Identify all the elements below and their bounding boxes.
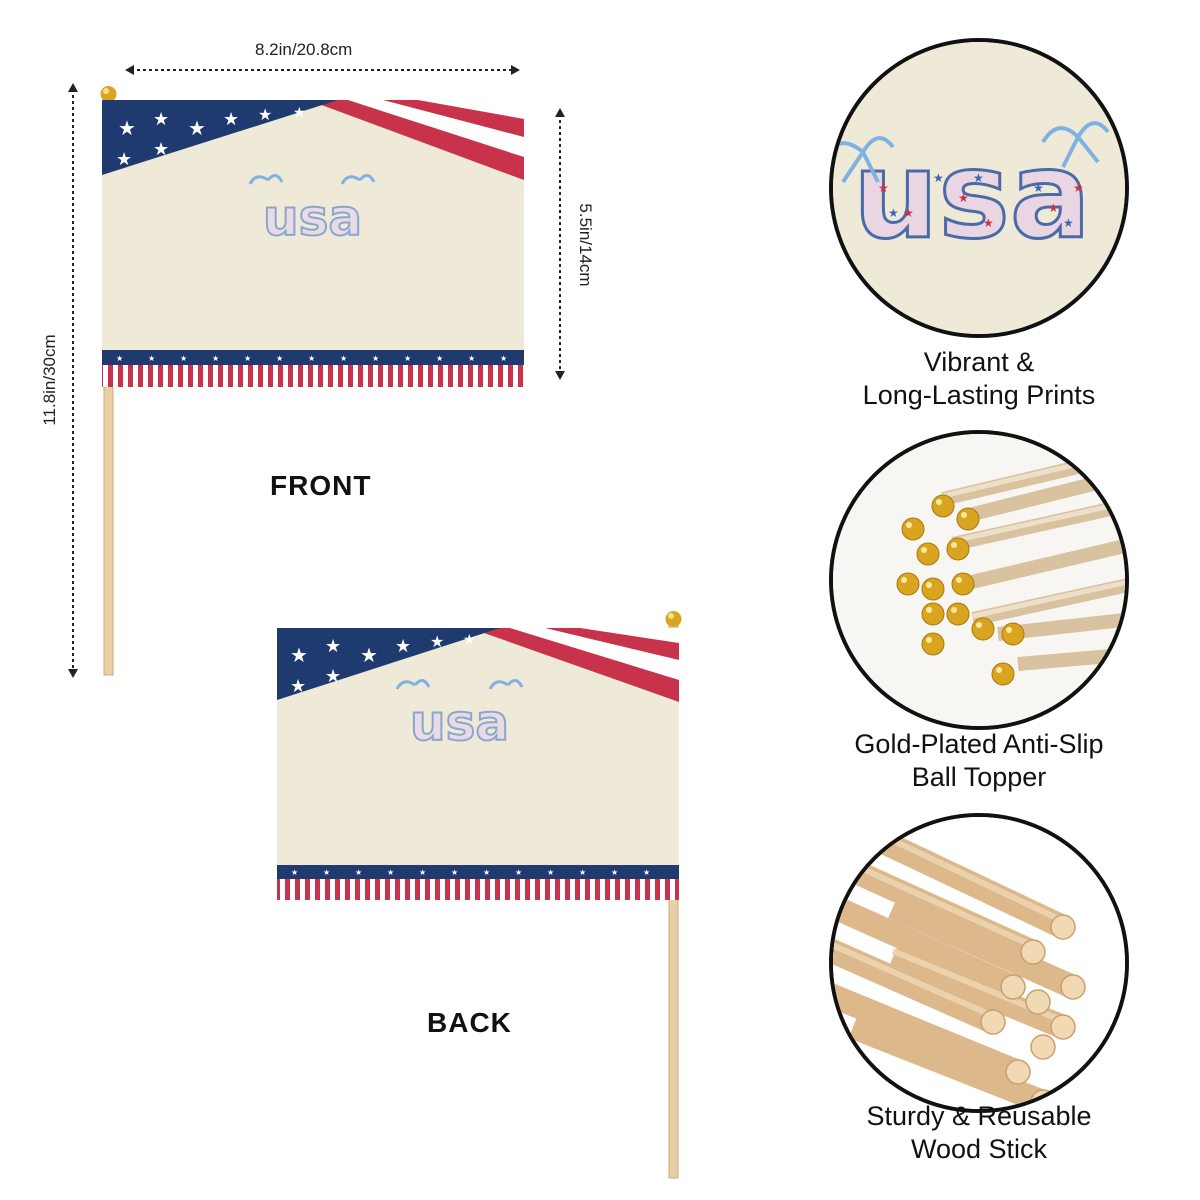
svg-text:★: ★ <box>153 139 169 160</box>
svg-text:★: ★ <box>153 109 169 130</box>
svg-text:★: ★ <box>1033 181 1044 195</box>
feature-caption-wood-stick: Sturdy & Reusable Wood Stick <box>799 1100 1159 1166</box>
svg-text:★: ★ <box>547 868 554 877</box>
caption-line: Wood Stick <box>910 1134 1048 1164</box>
svg-text:★: ★ <box>1073 181 1084 195</box>
usa-flag-text: usa <box>410 694 509 752</box>
star-field: ★ ★ ★ ★ ★ ★ ★ ★ <box>290 632 476 697</box>
svg-text:★: ★ <box>878 181 889 195</box>
svg-text:★: ★ <box>1048 201 1059 215</box>
svg-text:★: ★ <box>118 116 136 140</box>
svg-text:★: ★ <box>643 868 650 877</box>
svg-text:★: ★ <box>258 105 272 124</box>
svg-text:★: ★ <box>888 206 899 220</box>
svg-text:★: ★ <box>308 354 315 363</box>
svg-text:★: ★ <box>419 868 426 877</box>
svg-text:★: ★ <box>148 354 155 363</box>
total-height-dimension-arrow <box>68 83 78 678</box>
caption-line: Ball Topper <box>911 762 1047 792</box>
flag-height-dimension-arrow <box>555 108 565 380</box>
svg-text:★: ★ <box>223 109 239 130</box>
svg-text:★: ★ <box>276 354 283 363</box>
caption-line: Long-Lasting Prints <box>862 380 1096 410</box>
svg-text:★: ★ <box>325 636 341 657</box>
star-field: ★ ★ ★ ★ ★ ★ ★ ★ <box>116 105 306 170</box>
svg-text:★: ★ <box>579 868 586 877</box>
ball-topper-image <box>829 430 1129 730</box>
svg-text:★: ★ <box>1063 216 1074 230</box>
svg-text:★: ★ <box>212 354 219 363</box>
flag-height-dimension-label: 5.5in/14cm <box>576 203 595 287</box>
front-label: FRONT <box>270 470 372 501</box>
svg-text:★: ★ <box>483 868 490 877</box>
svg-text:★: ★ <box>290 676 306 697</box>
svg-text:★: ★ <box>360 643 378 667</box>
svg-text:★: ★ <box>404 354 411 363</box>
svg-text:★: ★ <box>323 868 330 877</box>
svg-text:★: ★ <box>958 191 969 205</box>
svg-text:★: ★ <box>973 171 984 185</box>
svg-text:★: ★ <box>395 636 411 657</box>
svg-text:★: ★ <box>180 354 187 363</box>
svg-text:★: ★ <box>436 354 443 363</box>
wood-stick-image <box>829 813 1129 1113</box>
svg-text:★: ★ <box>372 354 379 363</box>
svg-text:★: ★ <box>188 116 206 140</box>
svg-text:★: ★ <box>293 105 306 121</box>
print-closeup-image: usa ★ ★ ★ ★ ★ ★ ★ ★ ★ ★ ★ <box>829 38 1129 338</box>
feature-caption-ball-topper: Gold-Plated Anti-Slip Ball Topper <box>799 728 1159 794</box>
svg-text:★: ★ <box>290 643 308 667</box>
svg-text:★: ★ <box>291 868 298 877</box>
svg-text:★: ★ <box>463 632 476 648</box>
svg-text:★: ★ <box>244 354 251 363</box>
svg-text:★: ★ <box>116 354 123 363</box>
caption-line: Vibrant & <box>923 347 1035 377</box>
svg-text:★: ★ <box>611 868 618 877</box>
svg-text:★: ★ <box>340 354 347 363</box>
svg-text:★: ★ <box>515 868 522 877</box>
back-label: BACK <box>427 1007 512 1038</box>
usa-flag-text: usa <box>263 189 362 247</box>
feature-caption-prints: Vibrant & Long-Lasting Prints <box>799 346 1159 412</box>
caption-line: Sturdy & Reusable <box>866 1101 1092 1131</box>
back-flag: ★ ★ ★ ★ ★ ★ ★ ★ usa ★ ★ ★ ★ ★ ★ ★ ★ ★ ★ ★ ★ <box>275 610 690 1182</box>
svg-text:★: ★ <box>933 171 944 185</box>
width-dimension-arrow <box>125 65 520 75</box>
caption-line: Gold-Plated Anti-Slip <box>854 729 1104 759</box>
svg-text:★: ★ <box>325 666 341 687</box>
svg-text:★: ★ <box>500 354 507 363</box>
svg-text:★: ★ <box>430 632 444 651</box>
svg-text:★: ★ <box>983 216 994 230</box>
total-height-dimension-label: 11.8in/30cm <box>40 334 59 426</box>
width-dimension-label: 8.2in/20.8cm <box>255 40 353 59</box>
svg-text:★: ★ <box>451 868 458 877</box>
svg-text:★: ★ <box>116 149 132 170</box>
front-flag: ★ ★ ★ ★ ★ ★ ★ ★ usa ★ ★ ★ ★ ★ ★ ★ ★ ★ ★ ★ ★ ★ <box>98 85 528 680</box>
svg-text:★: ★ <box>387 868 394 877</box>
svg-text:★: ★ <box>903 206 914 220</box>
svg-text:★: ★ <box>355 868 362 877</box>
usa-closeup-text: usa <box>853 127 1091 266</box>
svg-text:★: ★ <box>468 354 475 363</box>
